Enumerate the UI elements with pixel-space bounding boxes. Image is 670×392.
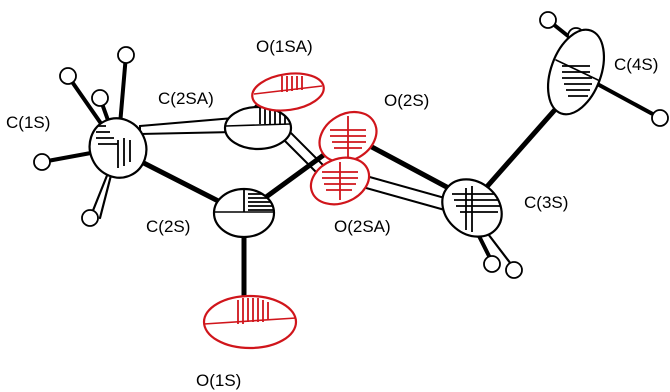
label-c1s: C(1S)	[6, 113, 50, 132]
label-o1sa: O(1SA)	[256, 37, 313, 56]
atom-c4s	[547, 28, 605, 116]
atom-o1s	[202, 294, 298, 350]
atom-labels: C(1S) C(2SA) O(1SA) O(2S) C(4S) C(3S) C(…	[6, 37, 658, 390]
atom-c1s	[88, 117, 148, 179]
hydrogen-atom	[505, 261, 523, 279]
bond-c3s-c4s	[481, 101, 563, 193]
label-c2sa: C(2SA)	[158, 89, 214, 108]
atom-o2s	[318, 110, 378, 164]
hydrogen-atom	[91, 89, 109, 107]
hydrogen-atoms	[33, 11, 669, 279]
hydrogen-atom	[539, 11, 557, 29]
bond-h-c4s-1	[588, 78, 662, 120]
label-c3s: C(3S)	[524, 193, 568, 212]
hydrogen-atom	[651, 109, 669, 127]
hydrogen-atom	[59, 67, 77, 85]
hydrogen-atom	[117, 46, 135, 64]
label-o2s: O(2S)	[384, 91, 429, 110]
label-c4s: C(4S)	[614, 55, 658, 74]
bond-c1s-c2sa	[139, 116, 235, 136]
label-o1s: O(1S)	[196, 371, 241, 390]
bond-o2s-c3s	[367, 143, 459, 195]
hydrogen-atom	[33, 153, 51, 171]
label-o2sa: O(2SA)	[334, 217, 391, 236]
atom-o2sa	[309, 156, 371, 206]
label-c2s: C(2S)	[146, 217, 190, 236]
atom-o1sa	[251, 72, 325, 112]
hydrogen-atom	[483, 255, 501, 273]
atom-c2sa	[223, 105, 293, 151]
bond-c1s-c2s	[127, 153, 235, 211]
atom-c3s	[441, 178, 503, 238]
atom-c2s	[212, 187, 276, 239]
hydrogen-atom	[81, 209, 99, 227]
